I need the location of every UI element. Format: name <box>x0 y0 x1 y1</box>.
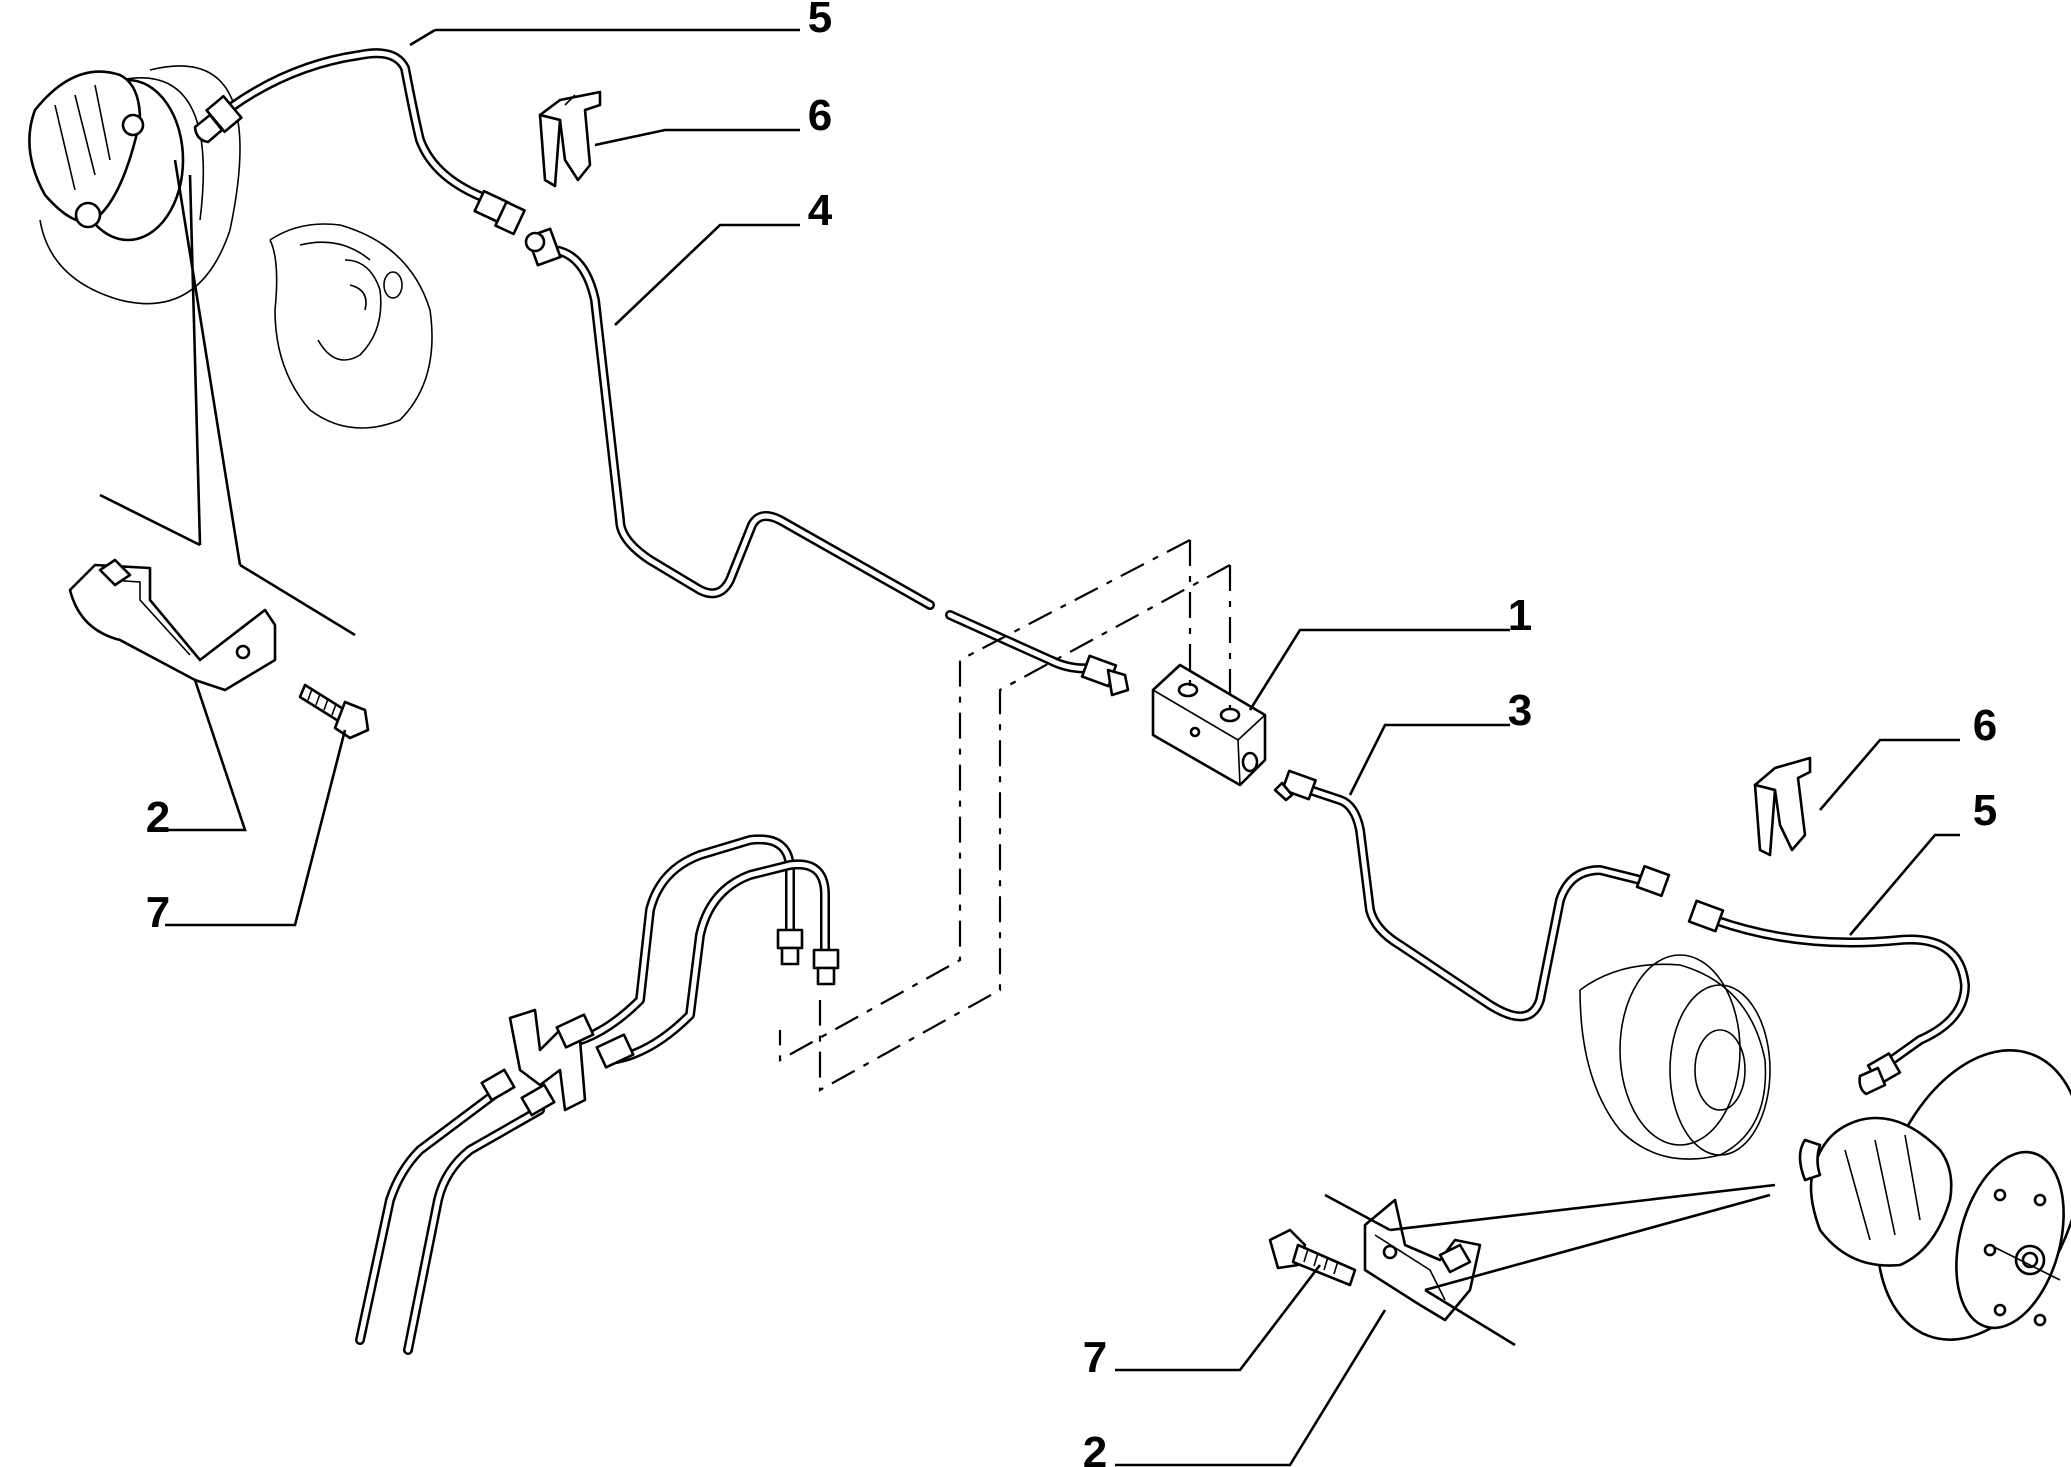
callout-labels: 1 2 2 3 4 5 5 6 6 7 7 <box>146 0 1997 1467</box>
callout-6-left: 6 <box>808 91 832 140</box>
flexible-hose-right <box>1687 899 1970 1096</box>
callout-1: 1 <box>1508 591 1532 640</box>
brake-pipe-right <box>1273 769 1671 1022</box>
callout-6-right: 6 <box>1973 701 1997 750</box>
flexible-hose-left <box>193 48 526 236</box>
callout-7-right: 7 <box>1083 1333 1107 1382</box>
callout-2-right: 2 <box>1083 1428 1107 1467</box>
hose-clip-right <box>1753 756 1812 857</box>
leader-lines <box>99 28 1960 1467</box>
callout-4: 4 <box>808 186 833 235</box>
pipe-bracket-left <box>68 558 277 692</box>
bolt-left <box>298 683 370 740</box>
pipe-bracket-right <box>1363 1198 1482 1322</box>
callout-5-left: 5 <box>808 0 832 42</box>
callout-3: 3 <box>1508 686 1532 735</box>
bolt-right <box>1268 1228 1357 1287</box>
right-brake-disc-assembly <box>1579 954 2071 1341</box>
callout-2-left: 2 <box>146 793 170 842</box>
master-cylinder-pipes <box>355 834 840 1355</box>
callout-7-left: 7 <box>146 888 170 937</box>
brake-pipe-junction-block <box>1151 663 1267 787</box>
assembly-reference-lines <box>778 539 1232 1092</box>
callout-5-right: 5 <box>1973 786 1997 835</box>
hose-clip-left <box>538 90 602 188</box>
left-brake-disc-assembly <box>28 65 433 429</box>
brake-pipe-left <box>524 227 1130 697</box>
